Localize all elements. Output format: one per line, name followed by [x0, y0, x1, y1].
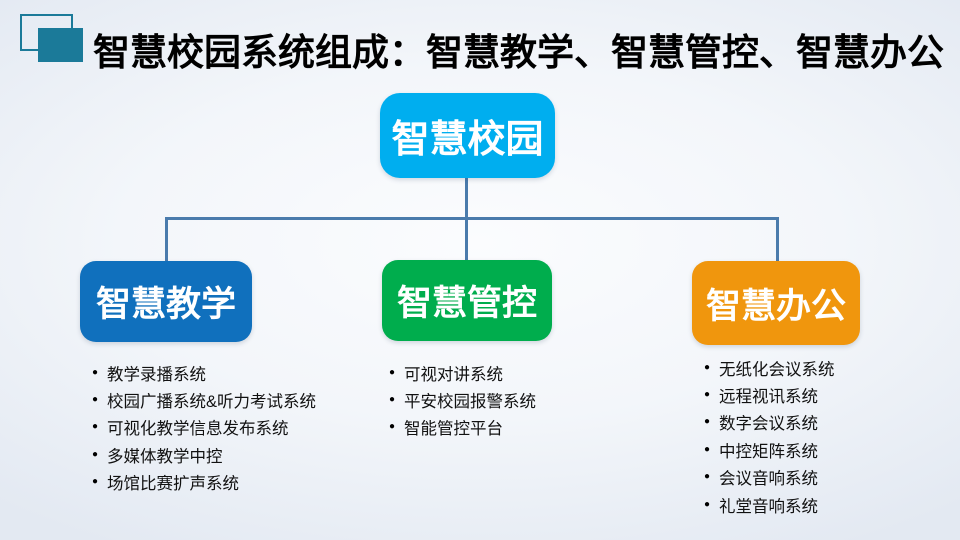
list-item: ● 智能管控平台	[389, 414, 536, 441]
list-item: ● 多媒体教学中控	[92, 441, 316, 468]
list-item-label: 多媒体教学中控	[107, 447, 223, 466]
bullet-icon: ●	[92, 476, 99, 488]
list-item-label: 平安校园报警系统	[404, 393, 537, 412]
list-item: ● 无纸化会议系统	[704, 354, 835, 381]
smart-teaching-list: ● 教学录播系统 ● 校园广播系统&听力考试系统 ● 可视化教学信息发布系统 ●…	[92, 359, 316, 496]
branch-node-label: 智慧管控	[396, 284, 537, 323]
list-item-label: 远程视讯系统	[719, 388, 819, 407]
list-item-label: 教学录播系统	[107, 365, 207, 384]
list-item: ● 中控矩阵系统	[704, 436, 835, 463]
bullet-icon: ●	[389, 421, 396, 433]
list-item-label: 中控矩阵系统	[719, 442, 819, 461]
bullet-icon: ●	[92, 366, 99, 378]
bullet-icon: ●	[389, 366, 396, 378]
bullet-icon: ●	[704, 443, 711, 455]
list-item: ● 场馆比赛扩声系统	[92, 469, 316, 496]
bullet-icon: ●	[704, 389, 711, 401]
bullet-icon: ●	[92, 394, 99, 406]
smart-office-list: ● 无纸化会议系统 ● 远程视讯系统 ● 数字会议系统 ● 中控矩阵系统 ● 会…	[704, 354, 835, 518]
list-item-label: 校园广播系统&听力考试系统	[107, 393, 317, 412]
list-item-label: 礼堂音响系统	[719, 497, 819, 516]
smart-control-list: ● 可视对讲系统 ● 平安校园报警系统 ● 智能管控平台	[389, 359, 536, 441]
list-item: ● 礼堂音响系统	[704, 491, 835, 518]
list-item: ● 远程视讯系统	[704, 381, 835, 408]
branch-node-smart-control: 智慧管控	[382, 260, 552, 341]
title-marker-filled-square-icon	[38, 28, 83, 62]
list-item-label: 场馆比赛扩声系统	[107, 475, 240, 494]
list-item-label: 可视化教学信息发布系统	[107, 420, 289, 439]
list-item: ● 平安校园报警系统	[389, 386, 536, 413]
list-item: ● 会议音响系统	[704, 464, 835, 491]
list-item-label: 智能管控平台	[404, 420, 504, 439]
bullet-icon: ●	[704, 498, 711, 510]
page-title: 智慧校园系统组成：智慧教学、智慧管控、智慧办公	[93, 32, 944, 73]
branch-node-smart-teaching: 智慧教学	[80, 261, 252, 342]
list-item: ● 教学录播系统	[92, 359, 316, 386]
root-node-smart-campus: 智慧校园	[380, 93, 555, 178]
branch-node-smart-office: 智慧办公	[692, 261, 860, 345]
root-node-label: 智慧校园	[391, 119, 544, 161]
list-item: ● 可视化教学信息发布系统	[92, 414, 316, 441]
bullet-icon: ●	[704, 361, 711, 373]
bullet-icon: ●	[704, 471, 711, 483]
bullet-icon: ●	[389, 394, 396, 406]
list-item-label: 数字会议系统	[719, 415, 819, 434]
bullet-icon: ●	[92, 421, 99, 433]
bullet-icon: ●	[704, 416, 711, 428]
list-item-label: 无纸化会议系统	[719, 360, 835, 379]
bullet-icon: ●	[92, 448, 99, 460]
connector-vertical-left	[165, 217, 168, 262]
list-item-label: 可视对讲系统	[404, 365, 504, 384]
connector-horizontal	[165, 217, 779, 220]
connector-vertical-right	[776, 217, 779, 262]
list-item: ● 校园广播系统&听力考试系统	[92, 386, 316, 413]
connector-vertical-center	[465, 177, 468, 263]
branch-node-label: 智慧教学	[95, 285, 236, 324]
list-item: ● 数字会议系统	[704, 409, 835, 436]
branch-node-label: 智慧办公	[705, 286, 846, 326]
list-item-label: 会议音响系统	[719, 470, 819, 489]
list-item: ● 可视对讲系统	[389, 359, 536, 386]
